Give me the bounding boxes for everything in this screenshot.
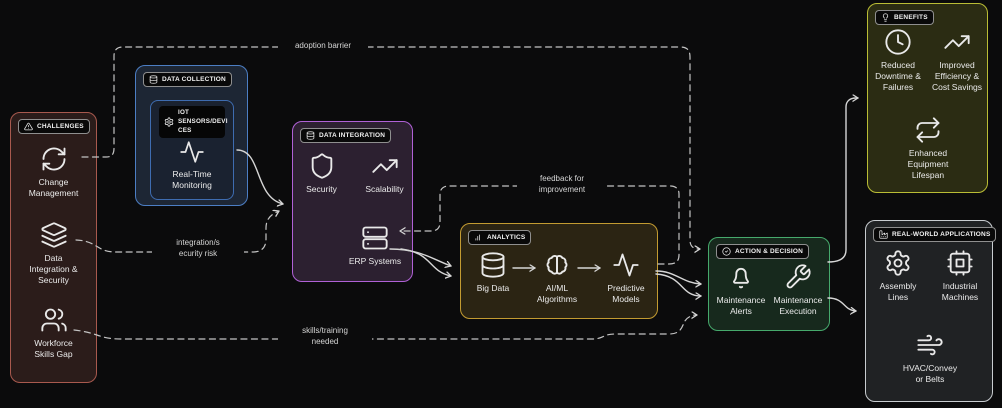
node-label: Change Management <box>28 177 79 199</box>
node-ai-ml-algorithms: AI/ML Algorithms <box>527 251 587 305</box>
node-maintenance-execution: Maintenance Execution <box>767 263 829 317</box>
benefits-header-badge: BENEFITS <box>875 10 934 25</box>
data-integration-header-badge: DATA INTEGRATION <box>300 128 392 143</box>
node-label: Real-Time Monitoring <box>172 169 212 191</box>
edge-label-integration-risk: integration/s ecurity risk <box>152 238 244 260</box>
node-label: Workforce Skills Gap <box>34 338 73 360</box>
edge-action-to-benefits <box>827 98 859 263</box>
iot-sensors-box: IOT SENSORS/DEVI CES Real-Time Monitorin… <box>150 100 234 200</box>
edge-label-adoption-barrier: adoption barrier <box>278 41 368 52</box>
shield-icon <box>311 153 332 179</box>
activity-icon <box>613 253 639 277</box>
node-label: Scalability <box>365 184 404 194</box>
node-assembly-lines: Assembly Lines <box>868 249 928 303</box>
wrench-icon <box>786 264 811 289</box>
node-erp-systems: ERP Systems <box>343 224 407 267</box>
refresh-icon <box>42 147 65 171</box>
node-change-management: Change Management <box>11 145 96 199</box>
alert-triangle-icon <box>24 122 33 131</box>
node-predictive-models: Predictive Models <box>596 251 656 305</box>
action-decision-box: ACTION & DECISION Maintenance Alerts Mai… <box>708 237 830 331</box>
analytics-header-label: ANALYTICS <box>487 234 526 241</box>
database-icon <box>481 252 505 278</box>
server-icon <box>362 226 388 250</box>
node-label: ERP Systems <box>348 256 402 266</box>
node-maintenance-alerts: Maintenance Alerts <box>711 263 771 317</box>
real-world-header-badge: REAL-WORLD APPLICATIONS <box>873 227 997 242</box>
node-label: Industrial Machines <box>941 281 979 303</box>
brain-icon <box>546 255 568 275</box>
activity-icon <box>180 141 204 163</box>
node-improved-efficiency: Improved Efficiency & Cost Savings <box>926 28 988 94</box>
node-label: Enhanced Equipment Lifespan <box>907 148 949 181</box>
node-label: Reduced Downtime & Failures <box>875 60 921 93</box>
data-collection-header-badge: DATA COLLECTION <box>143 72 232 87</box>
wind-icon <box>917 334 943 356</box>
database-icon <box>149 75 158 84</box>
bar-chart-icon <box>475 234 480 241</box>
gear-icon <box>886 250 910 276</box>
analytics-header-badge: ANALYTICS <box>468 230 532 245</box>
real-world-applications-box: REAL-WORLD APPLICATIONS Assembly Lines I… <box>865 220 997 402</box>
bell-icon <box>733 267 749 289</box>
lightbulb-icon <box>882 13 889 22</box>
check-circle-icon <box>722 247 731 256</box>
data-collection-header-label: DATA COLLECTION <box>162 76 226 83</box>
edge-analytics-to-action-2 <box>655 273 702 296</box>
node-scalability: Scalability <box>356 152 413 195</box>
node-label: Assembly Lines <box>879 281 917 303</box>
iot-sensors-chip-label: IOT SENSORS/DEVI CES <box>178 109 228 134</box>
factory-icon <box>879 230 888 239</box>
data-integration-header-label: DATA INTEGRATION <box>319 132 386 139</box>
real-world-header-label: REAL-WORLD APPLICATIONS <box>892 231 991 238</box>
node-label: Predictive Models <box>607 283 645 305</box>
node-label: AI/ML Algorithms <box>536 283 578 305</box>
node-industrial-machines: Industrial Machines <box>929 249 991 303</box>
edge-action-to-realworld <box>827 297 857 311</box>
analytics-box: ANALYTICS Big Data AI/ML Algorithms Pred… <box>460 223 658 319</box>
users-icon <box>40 308 67 332</box>
node-label: Big Data <box>476 283 510 293</box>
edge-label-skills-training: skills/training needed <box>278 326 372 348</box>
repeat-icon <box>916 117 940 143</box>
node-reduced-downtime: Reduced Downtime & Failures <box>868 28 928 94</box>
benefits-header-label: BENEFITS <box>894 14 928 21</box>
node-real-time-monitoring: Real-Time Monitoring <box>151 139 233 191</box>
node-workforce-skills-gap: Workforce Skills Gap <box>11 306 96 360</box>
gear-icon <box>164 117 174 127</box>
cpu-icon <box>947 250 973 276</box>
node-label: Improved Efficiency & Cost Savings <box>931 60 983 93</box>
layers-icon <box>40 222 67 248</box>
edge-label-feedback: feedback for improvement <box>517 174 607 196</box>
clock-icon <box>885 29 911 55</box>
node-hvac-conveyor: HVAC/Convey or Belts <box>900 331 960 385</box>
node-security: Security <box>293 152 350 195</box>
data-collection-box: DATA COLLECTION IOT SENSORS/DEVI CES Rea… <box>135 65 248 206</box>
action-decision-header-badge: ACTION & DECISION <box>716 244 810 259</box>
challenges-header-label: CHALLENGES <box>37 123 84 130</box>
benefits-box: BENEFITS Reduced Downtime & Failures Imp… <box>867 3 988 193</box>
node-label: Maintenance Execution <box>773 295 823 317</box>
node-big-data: Big Data <box>463 251 523 294</box>
challenges-box: CHALLENGES Change Management Data Integr… <box>10 112 97 383</box>
trending-up-icon <box>371 159 398 173</box>
data-integration-box: DATA INTEGRATION Security Scalability ER… <box>292 121 413 282</box>
edge-analytics-to-action-1 <box>655 270 702 284</box>
iot-sensors-chip: IOT SENSORS/DEVI CES <box>159 106 228 139</box>
node-enhanced-lifespan: Enhanced Equipment Lifespan <box>898 116 958 182</box>
challenges-header-badge: CHALLENGES <box>18 119 90 134</box>
layers-icon <box>306 131 315 140</box>
node-label: Data Integration & Security <box>29 253 78 286</box>
node-label: HVAC/Convey or Belts <box>902 363 958 385</box>
node-label: Maintenance Alerts <box>716 295 766 317</box>
action-decision-header-label: ACTION & DECISION <box>735 248 804 255</box>
node-data-integration-security: Data Integration & Security <box>11 221 96 287</box>
trending-up-icon <box>944 35 970 49</box>
node-label: Security <box>306 184 337 194</box>
